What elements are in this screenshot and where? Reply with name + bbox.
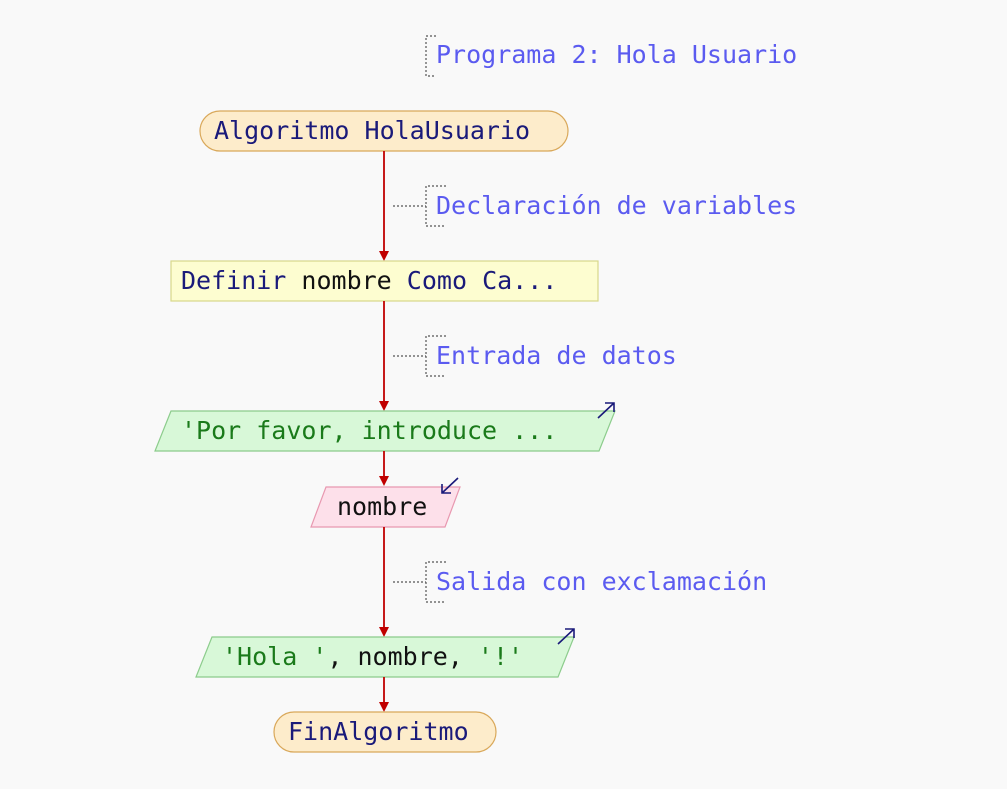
comment-bracket-title [425, 35, 436, 77]
write-string-hola: 'Hola ' [222, 642, 328, 671]
define-variable: nombre [301, 266, 392, 295]
comment-output: Salida con exclamación [436, 567, 768, 596]
output-arrow-icon [557, 628, 575, 645]
define-como-keyword: Como [406, 266, 468, 295]
start-node-label: Algoritmo HolaUsuario [214, 116, 531, 145]
comment-input: Entrada de datos [436, 341, 677, 370]
end-node-label: FinAlgoritmo [288, 717, 469, 746]
end-node-shape [273, 711, 497, 753]
prompt-node-label: 'Por favor, introduce ... [181, 416, 558, 445]
comment-bracket-input [425, 335, 446, 377]
write-node-shape [195, 636, 575, 678]
define-node-shape [170, 260, 599, 302]
define-type: Ca... [482, 266, 558, 295]
define-keyword: Definir [181, 266, 287, 295]
comment-title: Programa 2: Hola Usuario [436, 40, 798, 69]
write-variable: nombre [357, 642, 448, 671]
comment-declaration: Declaración de variables [436, 191, 798, 220]
write-node-label: 'Hola ', nombre, '!' [222, 642, 523, 672]
comment-bracket-declaration [425, 185, 446, 227]
input-arrow-icon [441, 477, 459, 494]
write-separator: , [447, 642, 463, 671]
define-node-label: Definir nombre Como Ca... [181, 266, 557, 296]
write-separator: , [327, 642, 343, 671]
output-arrow-icon [597, 402, 615, 419]
write-string-exclamation: '!' [477, 642, 524, 671]
read-node-label: nombre [337, 492, 428, 521]
read-node-shape [310, 486, 461, 528]
prompt-node-shape [154, 410, 616, 452]
comment-bracket-output [425, 561, 446, 603]
